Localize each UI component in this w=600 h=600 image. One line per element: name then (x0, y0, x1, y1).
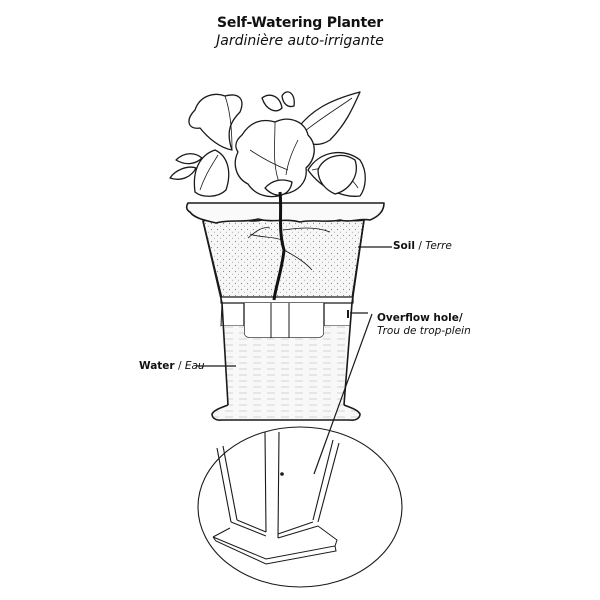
overflow-label-french: Trou de trop-plein (377, 325, 471, 337)
leaf-icon (317, 154, 357, 195)
leaf-icon (281, 91, 295, 108)
detail-magnifier (197, 426, 403, 588)
leaf-icon (193, 149, 230, 197)
leaf-icon (261, 94, 283, 112)
pot-rim (185, 202, 385, 224)
soil-label-english: Soil (393, 240, 415, 252)
detail-base (212, 525, 338, 565)
plant-drawing (169, 91, 366, 198)
soil-label-french: Terre (425, 240, 452, 252)
soil-label: Soil / Terre (393, 240, 452, 252)
bud-icon (169, 166, 197, 180)
roots (247, 191, 331, 301)
flower-icon (188, 93, 243, 151)
water-region (221, 326, 350, 405)
overflow-label: Overflow hole/ Trou de trop-plein (377, 312, 471, 338)
leader-lines (196, 246, 392, 475)
water-label-english: Water (139, 360, 175, 372)
overflow-pointer-line (313, 313, 373, 475)
pot (185, 202, 385, 421)
title-french: Jardinière auto-irrigante (216, 33, 384, 49)
water-label: Water / Eau (139, 360, 205, 372)
water-label-french: Eau (184, 360, 205, 372)
title-english: Self-Watering Planter (217, 15, 383, 31)
overflow-label-english: Overflow hole/ (377, 312, 463, 324)
diagram-title: Self-Watering Planter Jardinière auto-ir… (0, 14, 600, 50)
pot-base (211, 404, 361, 421)
detail-ellipse (197, 426, 403, 588)
overflow-hole-detail (280, 472, 284, 476)
